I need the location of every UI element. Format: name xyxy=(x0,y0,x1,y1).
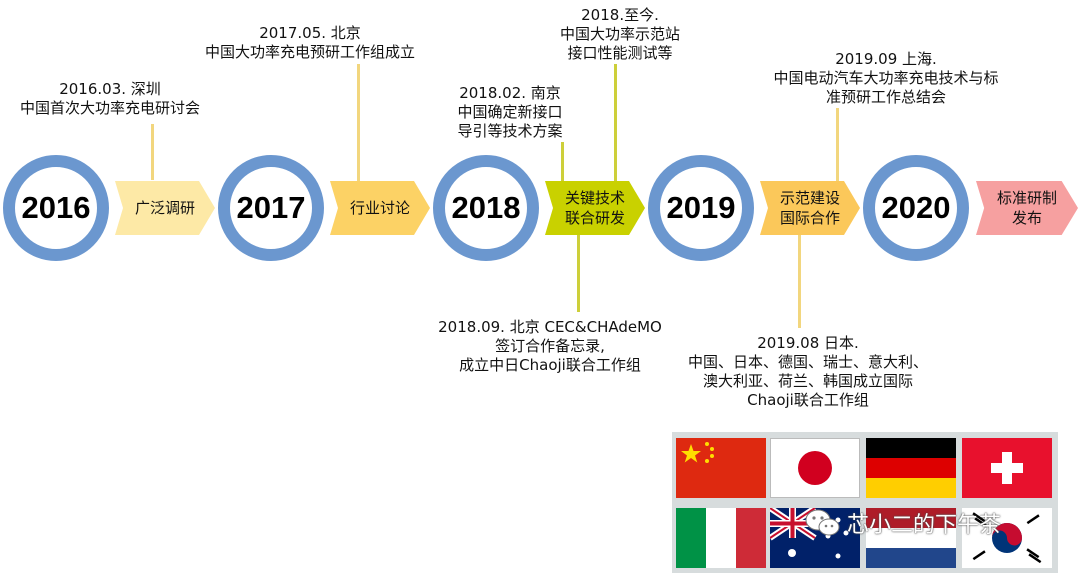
year-circle-2016: 2016 xyxy=(3,155,109,261)
year-label: 2020 xyxy=(881,190,951,225)
event-2018-02: 2018.02. 南京 中国确定新接口 导引等技术方案 xyxy=(440,84,580,141)
wechat-icon xyxy=(805,508,841,538)
netherlands-flag xyxy=(866,508,956,568)
flags-panel xyxy=(672,432,1058,573)
connector-2019-09 xyxy=(836,108,839,182)
event-2019-08: 2019.08 日本. 中国、日本、德国、瑞士、意大利、 澳大利亚、荷兰、韩国成… xyxy=(676,334,940,410)
watermark: 芯小二的下午茶 xyxy=(805,507,1001,539)
phase-label: 关键技术 xyxy=(564,189,625,207)
event-2018-09: 2018.09. 北京 CEC&CHAdeMO 签订合作备忘录, 成立中日Cha… xyxy=(426,318,674,375)
phase-arrow-research: 广泛调研 xyxy=(115,181,215,235)
event-line: 2017.05. 北京 xyxy=(259,24,361,42)
phase-label: 标准研制 xyxy=(996,189,1057,207)
year-circle-2019: 2019 xyxy=(648,155,754,261)
year-label: 2019 xyxy=(666,190,736,225)
connector-2018-09 xyxy=(577,232,580,312)
event-line: 成立中日Chaoji联合工作组 xyxy=(459,356,641,374)
event-line: 澳大利亚、荷兰、韩国成立国际 xyxy=(702,372,913,390)
event-line: 中国电动汽车大功率充电技术与标 xyxy=(773,69,999,87)
event-line: 接口性能测试等 xyxy=(567,44,673,62)
italy-flag xyxy=(676,508,766,568)
event-line: 中国、日本、德国、瑞士、意大利、 xyxy=(687,353,928,371)
south-korea-flag xyxy=(962,508,1052,568)
year-circle-2020: 2020 xyxy=(863,155,969,261)
year-label: 2018 xyxy=(451,190,521,225)
phase-label: 联合研发 xyxy=(564,209,625,227)
event-line: Chaoji联合工作组 xyxy=(747,391,869,409)
event-line: 2019.08 日本. xyxy=(757,334,859,352)
switzerland-flag xyxy=(962,438,1052,498)
year-circle-2017: 2017 xyxy=(218,155,324,261)
connector-2017 xyxy=(357,64,360,182)
event-2018-now: 2018.至今. 中国大功率示范站 接口性能测试等 xyxy=(550,6,690,63)
phase-arrow-standard: 标准研制发布 xyxy=(976,181,1078,235)
year-label: 2017 xyxy=(236,190,306,225)
event-line: 中国确定新接口 xyxy=(457,103,563,121)
connector-2019-08 xyxy=(798,232,801,328)
connector-2018-02 xyxy=(561,142,564,182)
phase-arrow-demo: 示范建设国际合作 xyxy=(760,181,860,235)
connector-2018-now xyxy=(614,64,617,182)
event-line: 导引等技术方案 xyxy=(457,122,563,140)
germany-flag xyxy=(866,438,956,498)
phase-label: 发布 xyxy=(1011,209,1042,227)
phase-arrow-joint-rd: 关键技术联合研发 xyxy=(545,181,645,235)
year-circle-2018: 2018 xyxy=(433,155,539,261)
event-line: 中国大功率充电预研工作组成立 xyxy=(204,43,415,61)
phase-label: 行业讨论 xyxy=(349,199,410,217)
phase-label: 广泛调研 xyxy=(134,199,195,217)
phase-label: 国际合作 xyxy=(779,209,840,227)
event-line: 2018.02. 南京 xyxy=(459,84,561,102)
event-2019-09: 2019.09 上海. 中国电动汽车大功率充电技术与标 准预研工作总结会 xyxy=(752,50,1020,107)
phase-label: 示范建设 xyxy=(779,189,840,207)
china-flag xyxy=(676,438,766,498)
event-line: 2018.09. 北京 CEC&CHAdeMO xyxy=(438,318,662,336)
phase-arrow-discussion: 行业讨论 xyxy=(330,181,430,235)
event-line: 准预研工作总结会 xyxy=(825,88,946,106)
event-2016-03: 2016.03. 深圳 中国首次大功率充电研讨会 xyxy=(10,80,210,118)
japan-flag xyxy=(770,438,860,498)
event-line: 2016.03. 深圳 xyxy=(59,80,161,98)
watermark-text: 芯小二的下午茶 xyxy=(847,513,1002,538)
event-2017-05: 2017.05. 北京 中国大功率充电预研工作组成立 xyxy=(192,24,428,62)
event-line: 中国首次大功率充电研讨会 xyxy=(19,99,200,117)
event-line: 2019.09 上海. xyxy=(835,50,937,68)
event-line: 签订合作备忘录, xyxy=(495,337,605,355)
connector-2016 xyxy=(151,124,154,180)
event-line: 中国大功率示范站 xyxy=(559,25,680,43)
event-line: 2018.至今. xyxy=(581,6,659,24)
year-label: 2016 xyxy=(21,190,91,225)
